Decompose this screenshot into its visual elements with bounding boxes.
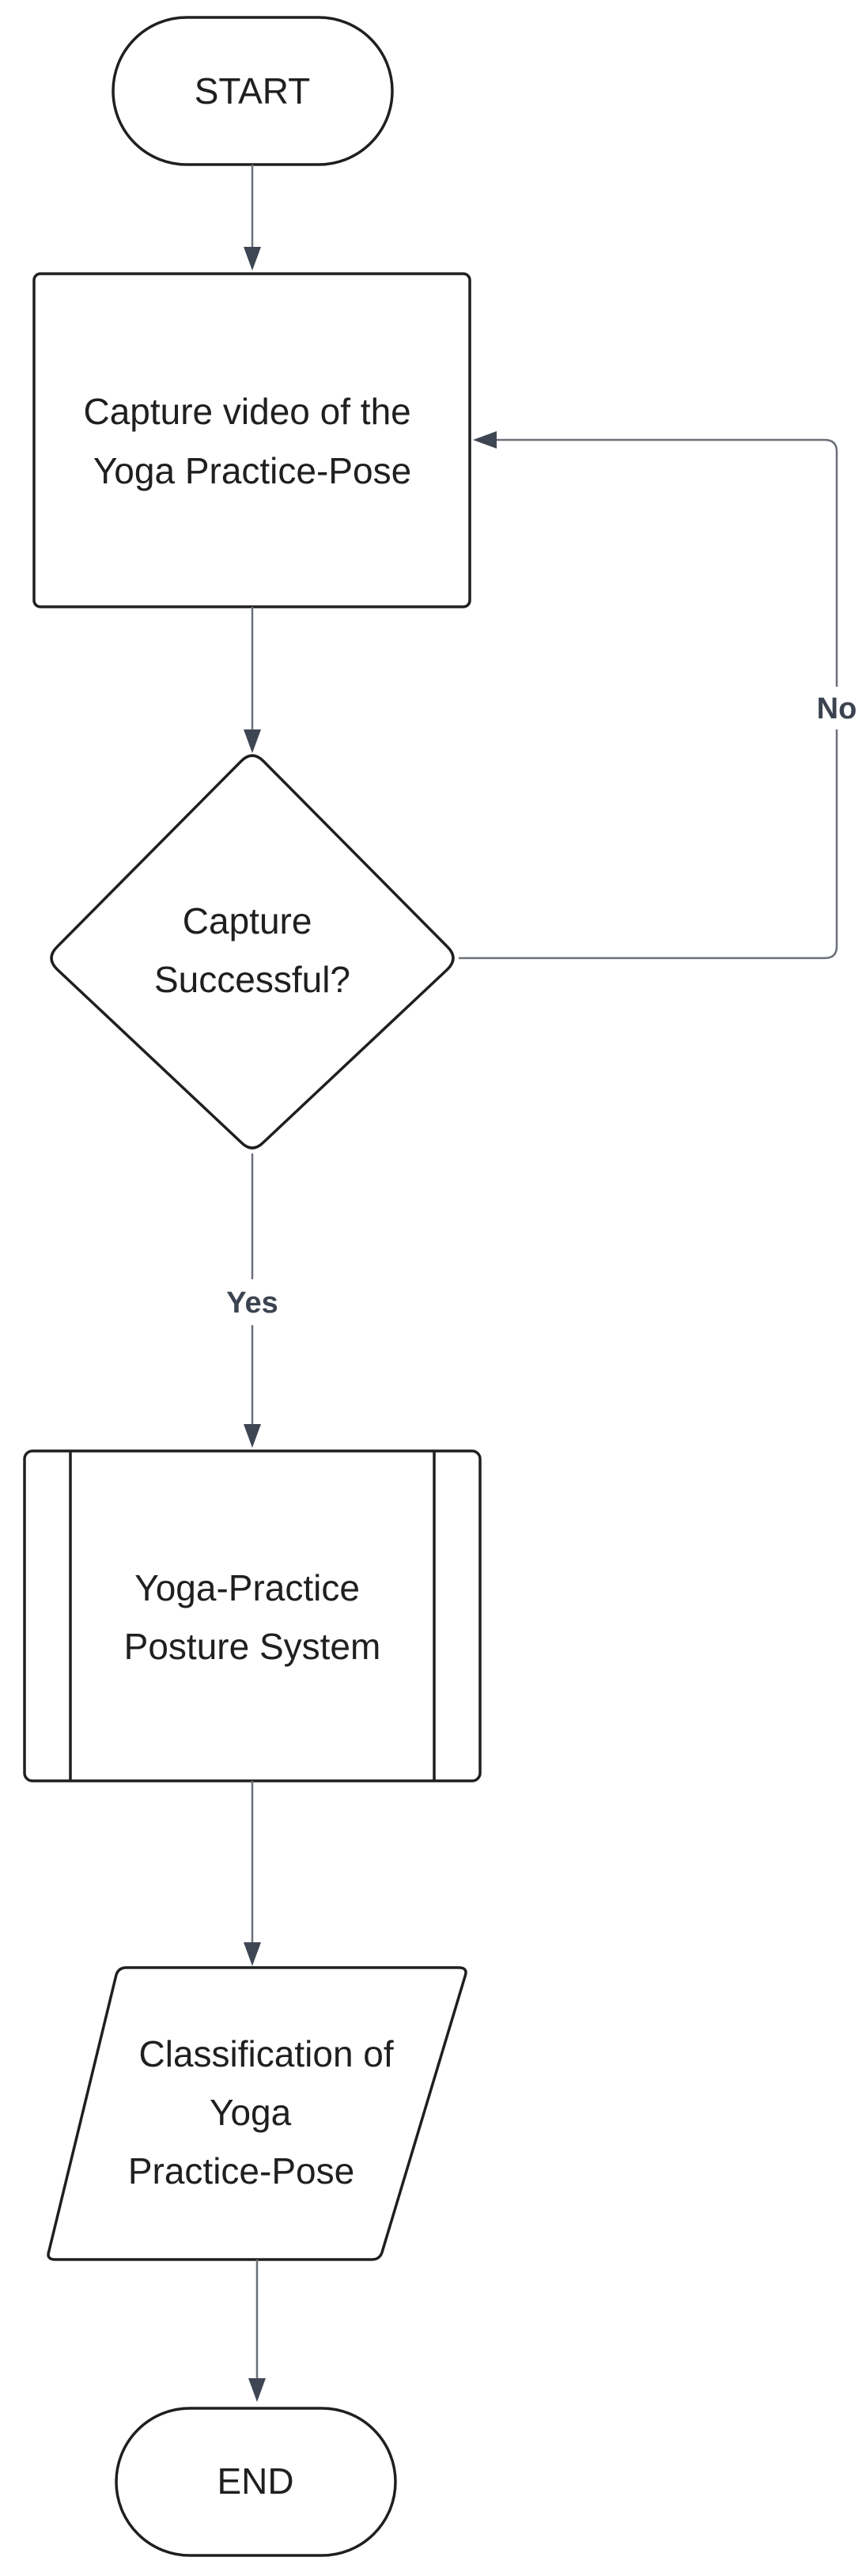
classification-line-2: Yoga	[210, 2092, 292, 2133]
classification-label: Classification of Yoga Practice-Pose	[128, 2033, 404, 2191]
arrowhead	[248, 2378, 266, 2402]
arrowhead	[244, 1942, 261, 1966]
start-label: START	[195, 70, 311, 112]
decision-line-1: Capture	[183, 900, 312, 941]
capture-video-node[interactable]: Capture video of the Yoga Practice-Pose	[32, 272, 471, 608]
arrowhead	[244, 247, 261, 271]
connector-yes: Yes	[218, 1154, 286, 1448]
capture-video-line-2: Yoga Practice-Pose	[93, 450, 411, 491]
connector-classification-to-end	[248, 2260, 266, 2402]
arrowhead	[473, 431, 497, 449]
classification-output-node[interactable]: Classification of Yoga Practice-Pose	[47, 1966, 467, 2261]
capture-successful-decision[interactable]: Capture Successful?	[50, 754, 455, 1150]
decision-line-2: Successful?	[154, 959, 350, 1000]
end-label: END	[217, 2460, 293, 2502]
connector-start-to-capture	[244, 165, 261, 271]
arrowhead	[244, 1424, 261, 1448]
capture-video-line-1: Capture video of the	[83, 391, 410, 432]
posture-system-node[interactable]: Yoga-Practice Posture System	[23, 1449, 482, 1782]
connector-capture-to-decision	[244, 607, 261, 753]
posture-system-label: Yoga-Practice Posture System	[124, 1567, 381, 1667]
connector-system-to-classification	[244, 1781, 261, 1966]
classification-line-3: Practice-Pose	[128, 2150, 354, 2191]
yes-label: Yes	[226, 1286, 278, 1320]
posture-system-line-2: Posture System	[124, 1626, 381, 1667]
posture-system-line-1: Yoga-Practice	[134, 1567, 360, 1608]
start-node[interactable]: START	[112, 16, 394, 166]
arrowhead	[244, 729, 261, 753]
decision-label: Capture Successful?	[154, 900, 350, 1000]
connector-no-loop: No	[459, 431, 862, 960]
capture-video-label: Capture video of the Yoga Practice-Pose	[83, 391, 421, 491]
end-node[interactable]: END	[115, 2407, 397, 2557]
classification-line-1: Classification of	[139, 2033, 394, 2074]
no-label: No	[817, 692, 857, 725]
